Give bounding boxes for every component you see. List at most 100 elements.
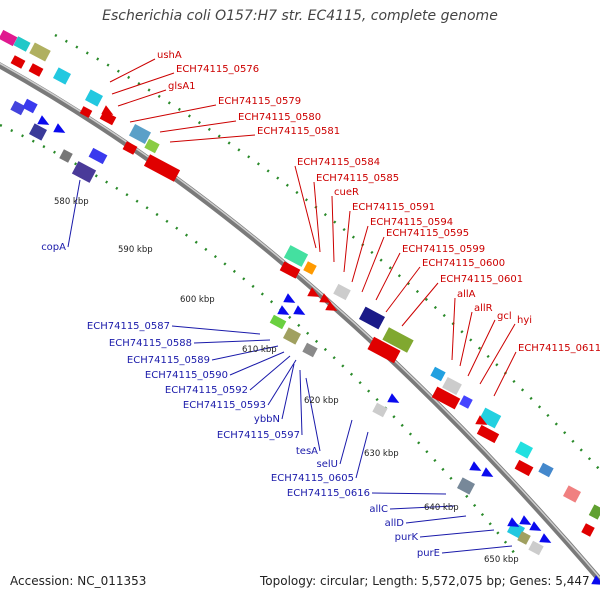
gene-label-forward: ECH74115_0581 <box>257 126 340 137</box>
strand-arrow <box>293 305 306 315</box>
gene-label-reverse: ECH74115_0587 <box>87 321 170 332</box>
strand-arrow <box>283 293 296 303</box>
feature-block <box>79 106 93 118</box>
strand-arrow <box>37 115 50 125</box>
strand-arrow <box>387 393 400 403</box>
label-leader <box>117 89 167 107</box>
strand-arrow <box>469 461 482 471</box>
label-leader <box>493 351 517 397</box>
feature-block <box>431 386 461 410</box>
label-leader <box>339 419 353 465</box>
gene-label-reverse: purK <box>395 532 419 543</box>
feature-block <box>528 540 544 556</box>
feature-block <box>514 459 534 477</box>
strand-arrow <box>481 467 494 477</box>
label-leader <box>67 179 81 248</box>
feature-block <box>29 123 47 141</box>
label-leader <box>159 120 237 133</box>
feature-block <box>53 67 71 85</box>
map-title: Escherichia coli O157:H7 str. EC4115, co… <box>102 8 498 24</box>
feature-block <box>143 154 181 182</box>
feature-block <box>442 376 462 396</box>
label-leader <box>479 323 516 385</box>
gene-label-forward: ushA <box>157 50 182 61</box>
feature-block <box>22 98 38 114</box>
feature-block <box>459 395 473 409</box>
feature-block <box>85 89 103 107</box>
gene-label-reverse: ybbN <box>254 414 280 425</box>
feature-block <box>279 261 301 279</box>
label-leader <box>351 225 369 283</box>
label-leader <box>451 297 456 361</box>
label-leader <box>313 181 321 253</box>
feature-block <box>129 124 151 144</box>
label-leader <box>299 369 303 436</box>
gene-label-reverse: ECH74115_0589 <box>127 355 210 366</box>
label-leader <box>385 266 421 313</box>
gene-label-forward: cueR <box>334 187 359 198</box>
gene-label-reverse: tesA <box>296 446 318 457</box>
feature-block <box>430 366 446 382</box>
gene-label-forward: allR <box>474 303 493 314</box>
feature-block <box>10 100 26 116</box>
feature-block <box>581 523 595 537</box>
feature-block <box>10 55 26 69</box>
label-leader <box>343 210 351 273</box>
tick-label: 610 kbp <box>242 345 277 355</box>
feature-block <box>517 531 531 545</box>
feature-block <box>283 327 301 345</box>
label-leader <box>405 515 467 524</box>
feature-block <box>283 245 309 267</box>
gene-label-forward: gcl <box>497 311 512 322</box>
strand-arrow <box>529 521 542 531</box>
label-leader <box>459 311 473 367</box>
gene-label-forward: hyi <box>517 315 532 326</box>
gene-label-reverse: ECH74115_0597 <box>217 430 300 441</box>
strand-arrow <box>53 123 66 133</box>
gene-label-forward: ECH74115_0594 <box>370 217 453 228</box>
strand-arrow <box>507 517 520 527</box>
feature-block <box>476 424 500 444</box>
tick-label: 620 kbp <box>304 396 339 406</box>
label-leader <box>441 545 513 554</box>
tick-label: 650 kbp <box>484 555 519 565</box>
label-leader <box>389 505 455 510</box>
label-leader <box>171 325 261 335</box>
gene-label-reverse: allD <box>385 518 405 529</box>
gene-label-reverse: ECH74115_0588 <box>109 338 192 349</box>
label-leader <box>419 529 495 538</box>
tick-ring-inner <box>0 123 521 561</box>
gene-label-forward: ECH74115_0600 <box>422 258 505 269</box>
gene-label-reverse: copA <box>41 242 66 253</box>
label-leader <box>401 282 439 327</box>
label-leaders <box>67 58 517 554</box>
feature-block <box>28 63 44 77</box>
feature-block <box>538 462 554 478</box>
label-leader <box>193 339 271 344</box>
label-leader <box>355 431 369 479</box>
strand-arrow <box>591 575 600 585</box>
label-leader <box>211 345 279 361</box>
label-leader <box>294 165 317 249</box>
gene-label-reverse: ECH74115_0605 <box>271 473 354 484</box>
feature-block <box>144 138 160 154</box>
topology-text: Topology: circular; Length: 5,572,075 bp… <box>260 574 590 588</box>
feature-block <box>0 29 18 47</box>
gene-labels: ushAECH74115_0576glsA1ECH74115_0579ECH74… <box>41 50 600 559</box>
gene-label-reverse: ECH74115_0592 <box>165 385 248 396</box>
label-leader <box>229 351 285 376</box>
gene-label-forward: ECH74115_0585 <box>316 173 399 184</box>
label-leader <box>129 104 217 123</box>
feature-block <box>88 147 108 165</box>
gene-label-forward: ECH74115_0584 <box>297 157 380 168</box>
feature-block <box>122 141 138 155</box>
gene-label-forward: ECH74115_0579 <box>218 96 301 107</box>
label-leader <box>267 359 297 406</box>
gene-label-reverse: ECH74115_0593 <box>183 400 266 411</box>
strand-arrow <box>101 105 114 115</box>
feature-block <box>333 283 351 301</box>
feature-block <box>359 306 385 330</box>
tick-label: 600 kbp <box>180 295 215 305</box>
strand-arrow <box>319 293 332 303</box>
